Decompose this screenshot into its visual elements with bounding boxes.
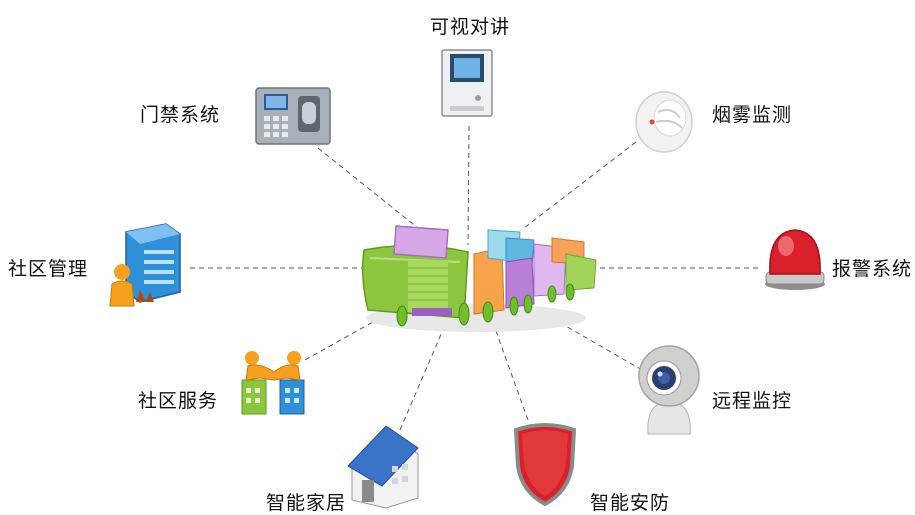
access-keypad-icon bbox=[254, 84, 334, 148]
building-manager-icon bbox=[106, 222, 184, 308]
webcam-icon bbox=[636, 344, 702, 436]
connector-video-intercom bbox=[467, 125, 470, 246]
community-buildings-icon bbox=[356, 218, 606, 338]
label-remote-monitor: 远程监控 bbox=[712, 390, 793, 412]
label-smoke-monitor: 烟雾监测 bbox=[712, 104, 793, 126]
label-access-control: 门禁系统 bbox=[140, 104, 221, 126]
connector-smart-home bbox=[399, 317, 449, 431]
connector-smoke-monitor bbox=[523, 141, 637, 229]
label-smart-security: 智能安防 bbox=[590, 492, 671, 514]
label-community-mgmt: 社区管理 bbox=[8, 258, 89, 280]
shield-icon bbox=[510, 420, 580, 506]
handshake-icon bbox=[240, 350, 308, 416]
intercom-icon bbox=[440, 48, 496, 120]
label-smart-home: 智能家居 bbox=[266, 492, 347, 514]
label-video-intercom: 可视对讲 bbox=[430, 16, 511, 38]
house-icon bbox=[346, 424, 420, 510]
label-community-service: 社区服务 bbox=[138, 390, 219, 412]
label-alarm-system: 报警系统 bbox=[832, 258, 913, 280]
connector-access-control bbox=[317, 147, 419, 229]
smoke-detector-icon bbox=[632, 88, 696, 154]
alarm-siren-icon bbox=[760, 226, 830, 292]
